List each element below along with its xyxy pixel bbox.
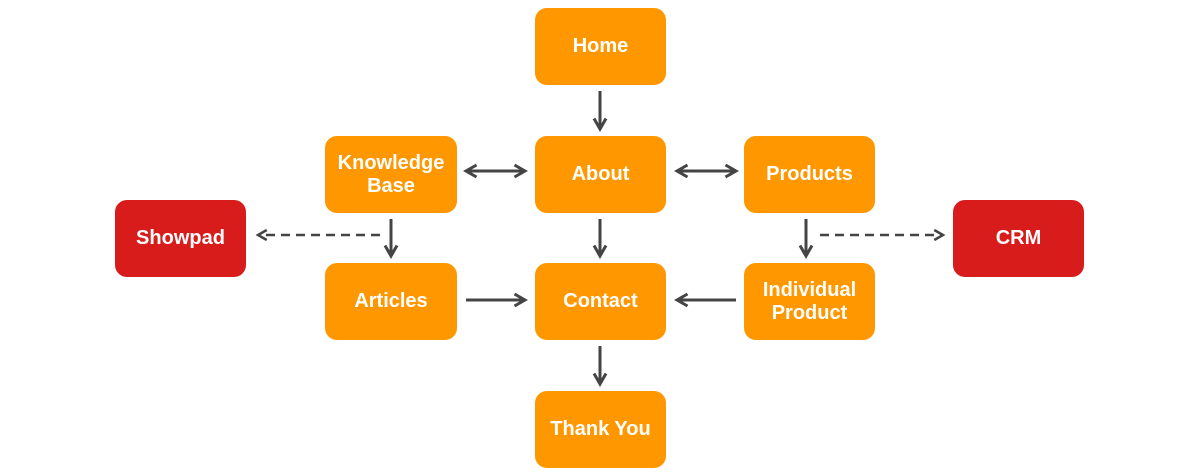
node-products-label: Products <box>766 163 853 185</box>
node-products: Products <box>744 136 875 213</box>
node-contact-label: Contact <box>563 290 638 312</box>
node-showpad: Showpad <box>115 200 246 277</box>
node-knowledge-base-label: Knowledge Base <box>337 151 445 197</box>
node-individual-product: Individual Product <box>744 263 875 340</box>
node-about: About <box>535 136 666 213</box>
node-home-label: Home <box>572 35 629 57</box>
node-knowledge-base: Knowledge Base <box>325 136 457 213</box>
node-home: Home <box>535 8 666 85</box>
node-articles: Articles <box>325 263 457 340</box>
node-crm-label: CRM <box>995 227 1042 249</box>
node-showpad-label: Showpad <box>136 227 225 249</box>
node-thank-you-label: Thank You <box>550 418 651 440</box>
node-crm: CRM <box>953 200 1084 277</box>
node-about-label: About <box>571 163 630 185</box>
node-individual-product-label: Individual Product <box>762 278 857 324</box>
node-articles-label: Articles <box>354 290 428 312</box>
node-thank-you: Thank You <box>535 391 666 468</box>
node-contact: Contact <box>535 263 666 340</box>
